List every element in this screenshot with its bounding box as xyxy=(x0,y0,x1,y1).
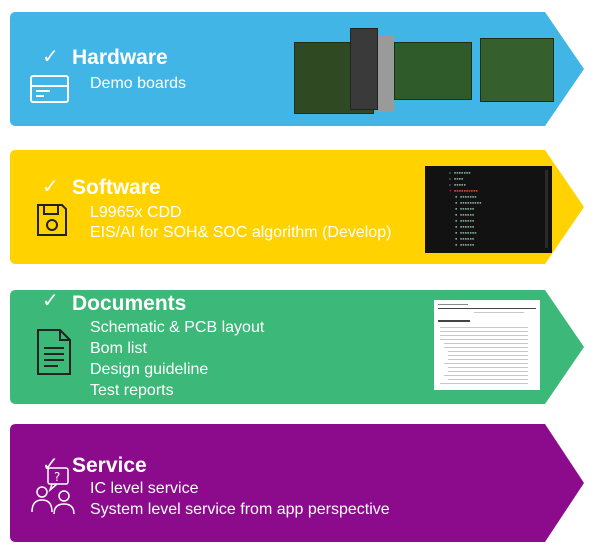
software-banner: ✓ Software L9965x CDD EIS/AI for SOH& SO… xyxy=(10,150,584,264)
documents-title: Documents xyxy=(72,292,187,315)
documents-item-schematic: Schematic & PCB layout xyxy=(90,319,265,336)
document-page-thumbnail xyxy=(434,300,540,390)
demo-board-photo-3 xyxy=(478,34,558,108)
service-arrow-shape xyxy=(10,424,584,542)
hardware-item-demo-boards: Demo boards xyxy=(90,75,187,92)
documents-item-design-guideline: Design guideline xyxy=(90,361,209,378)
documents-item-test-reports: Test reports xyxy=(90,382,174,399)
software-item-cdd: L9965x CDD xyxy=(90,204,182,221)
software-check-icon: ✓ xyxy=(42,174,59,198)
software-item-eis-ai: EIS/AI for SOH& SOC algorithm (Develop) xyxy=(90,224,392,241)
software-title: Software xyxy=(72,176,161,199)
service-item-ic-level: IC level service xyxy=(90,480,199,497)
hardware-check-icon: ✓ xyxy=(42,44,59,68)
service-title: Service xyxy=(72,454,147,477)
hardware-title: Hardware xyxy=(72,46,168,69)
service-check-icon: ✓ xyxy=(42,452,59,476)
demo-board-photo-2 xyxy=(390,38,474,104)
people-question-icon: ? xyxy=(31,467,75,515)
card-icon xyxy=(30,75,69,103)
document-icon xyxy=(37,329,71,375)
documents-item-bom: Bom list xyxy=(90,340,147,357)
hardware-banner: ✓ Hardware Demo boards xyxy=(10,12,584,126)
floppy-disk-icon xyxy=(37,204,67,236)
service-item-system-level: System level service from app perspectiv… xyxy=(90,501,390,518)
svg-text:?: ? xyxy=(54,470,60,484)
documents-check-icon: ✓ xyxy=(42,288,59,312)
demo-board-photo-1 xyxy=(288,22,398,118)
service-banner: ✓ Service ? IC level service System leve… xyxy=(10,424,584,542)
code-editor-screenshot: ▸ ▪▪▪▪▪▪▪ ▸ ▪▪▪▪ ▸ ▪▪▪▪▪ ▾ ▪▪▪▪▪▪▪▪▪▪ ▪ … xyxy=(425,166,552,253)
documents-banner: ✓ Documents Schematic & PCB layout Bom l… xyxy=(10,288,584,404)
